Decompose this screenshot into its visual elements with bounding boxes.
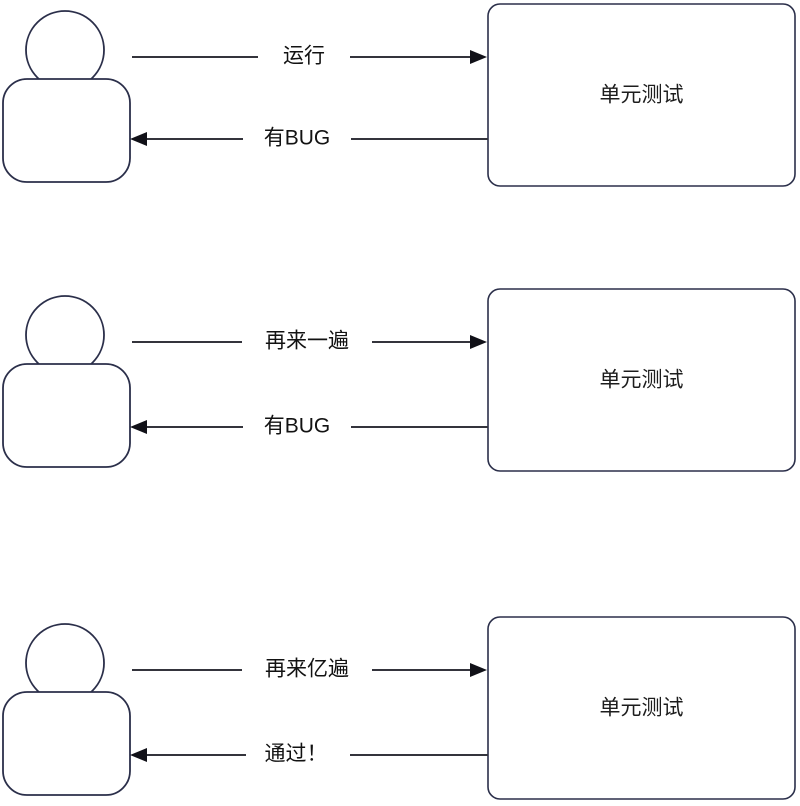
response-label-bg-1 bbox=[243, 126, 351, 152]
request-arrowhead-1 bbox=[470, 50, 487, 64]
actor-head-1 bbox=[25, 10, 105, 90]
service-box-1[interactable]: 单元测试 bbox=[487, 3, 796, 187]
service-box-3[interactable]: 单元测试 bbox=[487, 616, 796, 800]
actor-head-3 bbox=[25, 623, 105, 703]
response-arrow-1[interactable]: 有BUG bbox=[130, 126, 488, 152]
actor-person-icon-3[interactable] bbox=[2, 623, 131, 796]
service-box-rect-3 bbox=[487, 616, 796, 800]
diagram-group-3: 单元测试 再来亿遍 通过！ bbox=[2, 616, 796, 800]
service-box-2[interactable]: 单元测试 bbox=[487, 288, 796, 472]
response-arrowhead-3 bbox=[130, 748, 147, 762]
actor-head-2 bbox=[25, 295, 105, 375]
response-label-bg-2 bbox=[243, 414, 351, 440]
service-box-rect-1 bbox=[487, 3, 796, 187]
response-label-bg-3 bbox=[246, 742, 350, 768]
actor-body-2 bbox=[2, 363, 131, 468]
request-label-bg-1 bbox=[258, 44, 350, 70]
response-arrow-label-1: 有BUG bbox=[264, 127, 331, 150]
request-arrow-label-1: 运行 bbox=[283, 45, 325, 68]
response-arrowhead-2 bbox=[130, 420, 147, 434]
service-box-rect-2 bbox=[487, 288, 796, 472]
response-arrowhead-1 bbox=[130, 132, 147, 146]
response-arrow-2[interactable]: 有BUG bbox=[130, 414, 488, 440]
request-arrow-label-3: 再来亿遍 bbox=[265, 658, 349, 681]
request-arrowhead-3 bbox=[470, 663, 487, 677]
request-arrow-1[interactable]: 运行 bbox=[132, 44, 487, 70]
service-box-label-2: 单元测试 bbox=[600, 369, 684, 392]
request-arrow-2[interactable]: 再来一遍 bbox=[132, 329, 487, 355]
response-arrow-label-2: 有BUG bbox=[264, 415, 331, 438]
service-box-label-1: 单元测试 bbox=[600, 84, 684, 107]
actor-person-icon-1[interactable] bbox=[2, 10, 131, 183]
actor-person-icon-2[interactable] bbox=[2, 295, 131, 468]
request-label-bg-2 bbox=[242, 329, 372, 355]
response-arrow-label-3: 通过！ bbox=[265, 743, 328, 766]
request-arrowhead-2 bbox=[470, 335, 487, 349]
request-arrow-label-2: 再来一遍 bbox=[265, 330, 349, 353]
diagram-group-1: 单元测试 运行 有BUG bbox=[2, 3, 796, 187]
service-box-label-3: 单元测试 bbox=[600, 697, 684, 720]
diagram-group-2: 单元测试 再来一遍 有BUG bbox=[2, 288, 796, 472]
request-arrow-3[interactable]: 再来亿遍 bbox=[132, 657, 487, 683]
actor-body-3 bbox=[2, 691, 131, 796]
request-label-bg-3 bbox=[242, 657, 372, 683]
response-arrow-3[interactable]: 通过！ bbox=[130, 742, 488, 768]
actor-body-1 bbox=[2, 78, 131, 183]
